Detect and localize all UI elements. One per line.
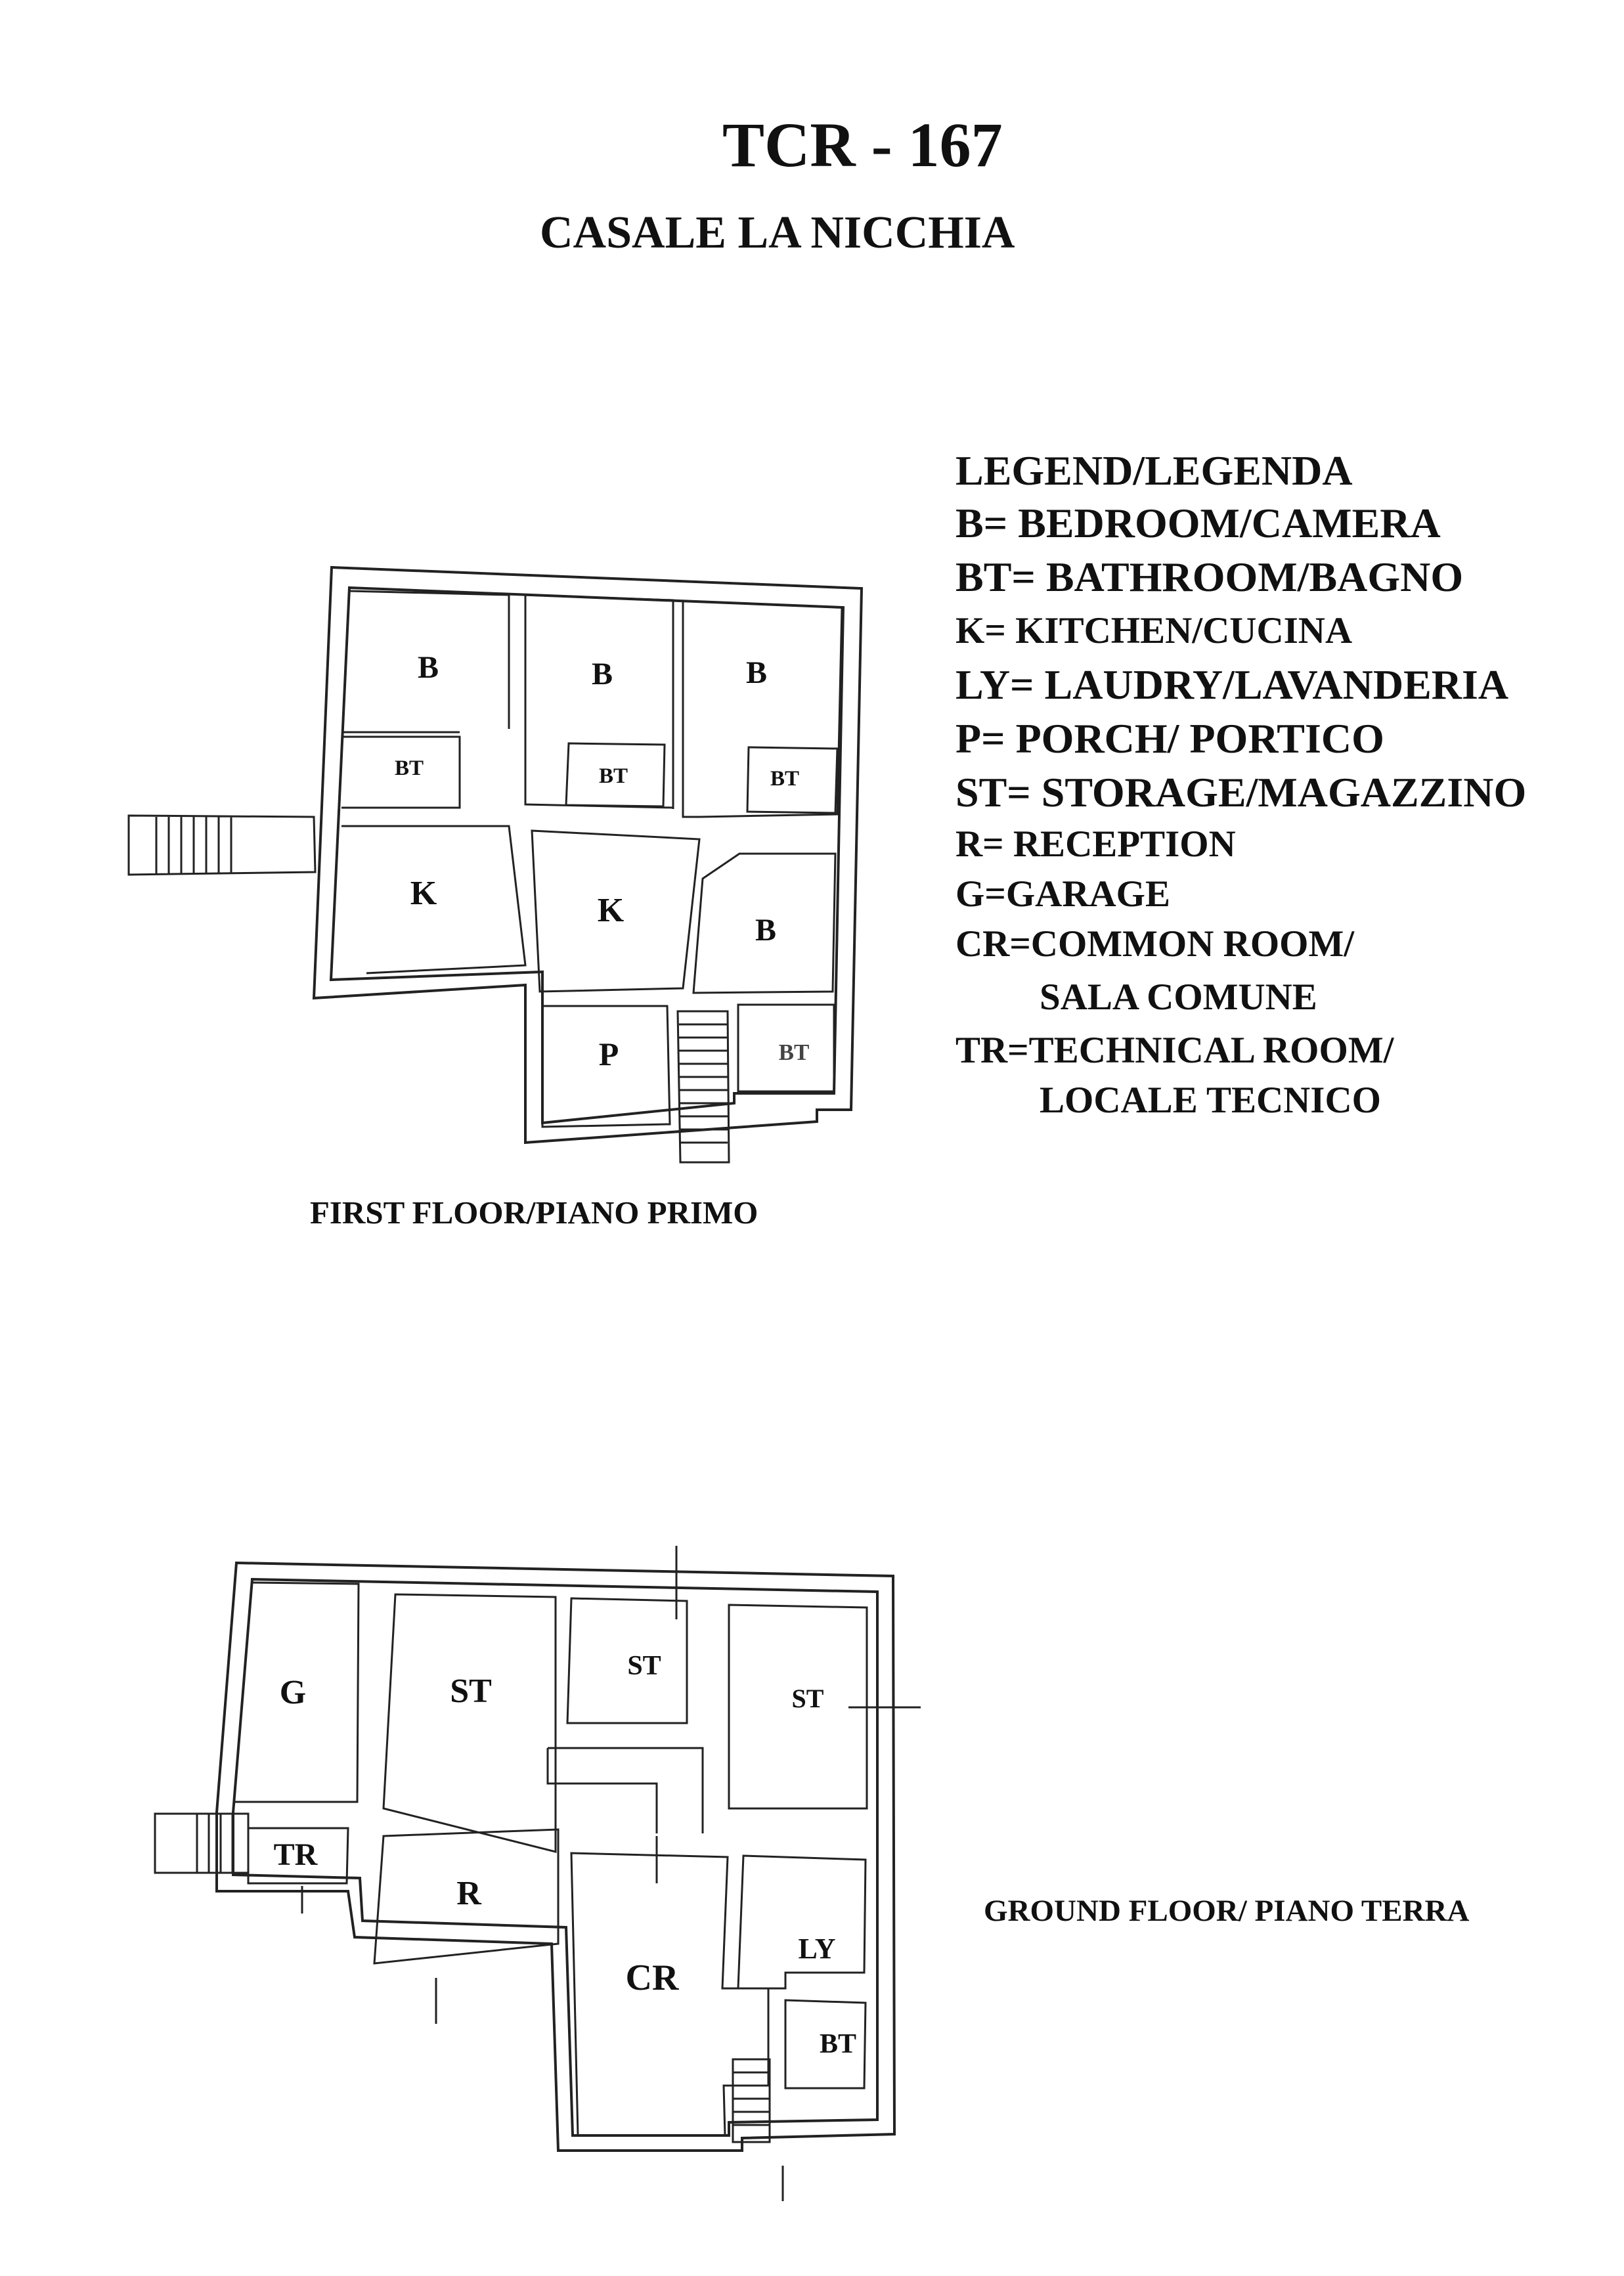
room-label-b: B: [746, 655, 767, 690]
wall-room-b3: [682, 600, 843, 818]
room-label-bt: BT: [770, 767, 799, 791]
legend-item-bt: BT= BATHROOM/BAGNO: [955, 554, 1464, 600]
room-label-b: B: [418, 650, 439, 685]
first-floor-caption: FIRST FLOOR/PIANO PRIMO: [310, 1194, 758, 1231]
wall-bt4: [737, 1003, 835, 1093]
room-label-st: ST: [792, 1684, 824, 1713]
property-code: TCR - 167: [722, 110, 1003, 180]
room-label-b: B: [592, 657, 613, 691]
room-label-bt: BT: [820, 2029, 856, 2059]
wall-room-b1: [343, 590, 510, 733]
first-floor-inner-wall: [329, 586, 845, 1125]
stair-ground-left: [154, 1812, 250, 1874]
room-label-tr: TR: [274, 1837, 318, 1872]
legend-item-g: G=GARAGE: [955, 873, 1170, 915]
wall-storage-3: [728, 1604, 868, 1810]
wall-bt-ground: [784, 1999, 867, 2090]
room-label-r: R: [456, 1875, 482, 1912]
room-label-bt: BT: [599, 764, 628, 788]
room-label-p: P: [599, 1036, 619, 1072]
first-floor-outer-wall: [312, 565, 864, 1145]
legend-item-cr-it: SALA COMUNE: [1040, 976, 1317, 1018]
ground-floor-section-marks: [301, 1546, 921, 2201]
room-label-cr: CR: [626, 1958, 679, 1998]
legend-item-k: K= KITCHEN/CUCINA: [955, 610, 1353, 651]
room-label-ly: LY: [798, 1933, 835, 1965]
room-label-k: K: [410, 875, 437, 912]
legend-item-cr: CR=COMMON ROOM/: [955, 923, 1355, 965]
property-name: CASALE LA NICCHIA: [540, 208, 1015, 258]
legend-item-st: ST= STORAGE/MAGAZZINO: [955, 769, 1527, 816]
ground-floor-caption: GROUND FLOOR/ PIANO TERRA: [984, 1894, 1470, 1928]
legend-item-tr-it: LOCALE TECNICO: [1040, 1080, 1381, 1121]
legend-item-tr: TR=TECHNICAL ROOM/: [955, 1030, 1394, 1071]
legend-item-p: P= PORCH/ PORTICO: [955, 715, 1384, 762]
room-label-b: B: [755, 913, 776, 948]
legend-item-b: B= BEDROOM/CAMERA: [955, 500, 1441, 546]
wall-corridor: [546, 1747, 704, 1833]
stair-left: [127, 814, 317, 876]
room-label-bt: BT: [395, 756, 424, 780]
wall-laundry: [737, 1854, 867, 1990]
wall-porch: [541, 1005, 671, 1128]
wall-garage: [233, 1581, 360, 1803]
legend-item-r: R= RECEPTION: [955, 823, 1236, 865]
wall-kitchen-left: [341, 825, 527, 974]
room-label-k: K: [598, 892, 625, 929]
room-label-bt: BT: [779, 1040, 810, 1065]
room-label-g: G: [280, 1674, 306, 1711]
wall-bt3: [746, 746, 839, 814]
ground-floor-outer-wall: [215, 1561, 896, 2152]
room-label-st: ST: [627, 1651, 661, 1681]
room-label-st: ST: [450, 1673, 492, 1710]
legend-title: LEGEND/LEGENDA: [955, 447, 1353, 494]
stair-ground-right: [732, 2058, 771, 2143]
wall-bt2: [565, 742, 666, 808]
legend: LEGEND/LEGENDA B= BEDROOM/CAMERA BT= BAT…: [955, 445, 1526, 1126]
wall-bt1: [341, 735, 461, 809]
stair-right: [676, 1010, 730, 1164]
first-floor-plan: B B B BT BT BT K K B P BT: [127, 565, 864, 1164]
legend-item-ly: LY= LAUDRY/LAVANDERIA: [955, 661, 1509, 708]
wall-bedroom-right: [692, 852, 837, 994]
wall-storage-2: [566, 1597, 688, 1724]
wall-kitchen-center: [531, 829, 701, 993]
ground-floor-plan: G ST ST ST TR R CR LY BT: [154, 1546, 921, 2201]
wall-reception: [373, 1828, 560, 1965]
wall-storage-1: [382, 1593, 557, 1853]
